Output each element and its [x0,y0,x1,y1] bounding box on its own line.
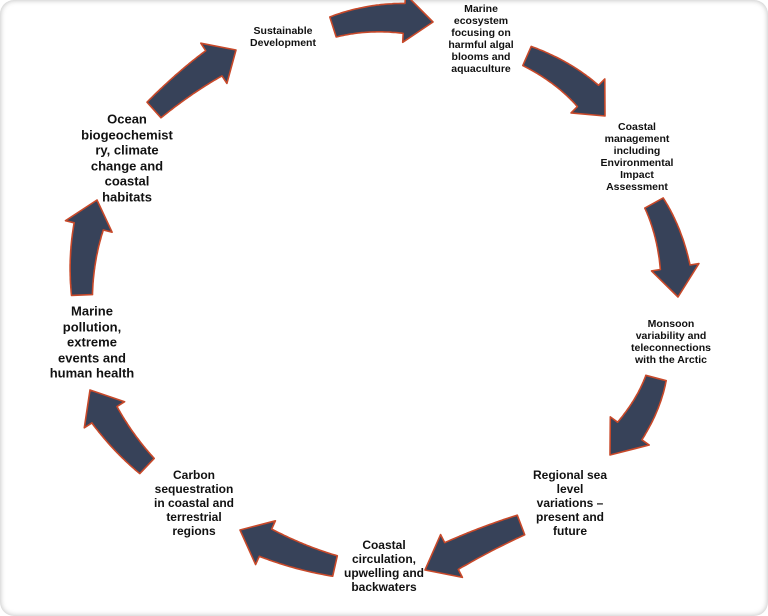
node-marine-pollution: Marine pollution, extreme events and hum… [49,303,135,381]
arrow-development-to-marine-ecosystem [329,0,434,44]
arrow-coastal-circulation-to-carbon [239,520,339,577]
node-monsoon-variability: Monsoon variability and teleconnections … [631,318,711,366]
arrow-monsoon-to-sea-level [609,374,667,456]
node-sustainable-development: Sustainable Development [250,25,316,49]
node-coastal-circulation: Coastal circulation, upwelling and backw… [344,538,424,594]
arrow-ocean-to-development [146,42,237,119]
node-carbon-sequestration: Carbon sequestration in coastal and terr… [153,468,235,538]
node-marine-ecosystem: Marine ecosystem focusing on harmful alg… [448,3,514,75]
arrow-sea-level-to-coastal-circulation [424,514,526,579]
arrow-coastal-management-to-monsoon [644,197,700,298]
arrow-carbon-to-marine-pollution [83,389,155,475]
node-ocean-biogeochemistry: Ocean biogeochemist ry, climate change a… [81,111,173,205]
arrow-marine-ecosystem-to-coastal-management [522,45,606,117]
arrow-marine-pollution-to-ocean [64,199,113,297]
node-coastal-management: Coastal management including Environment… [600,121,674,193]
node-regional-sea-level: Regional sea level variations – present … [532,468,608,538]
